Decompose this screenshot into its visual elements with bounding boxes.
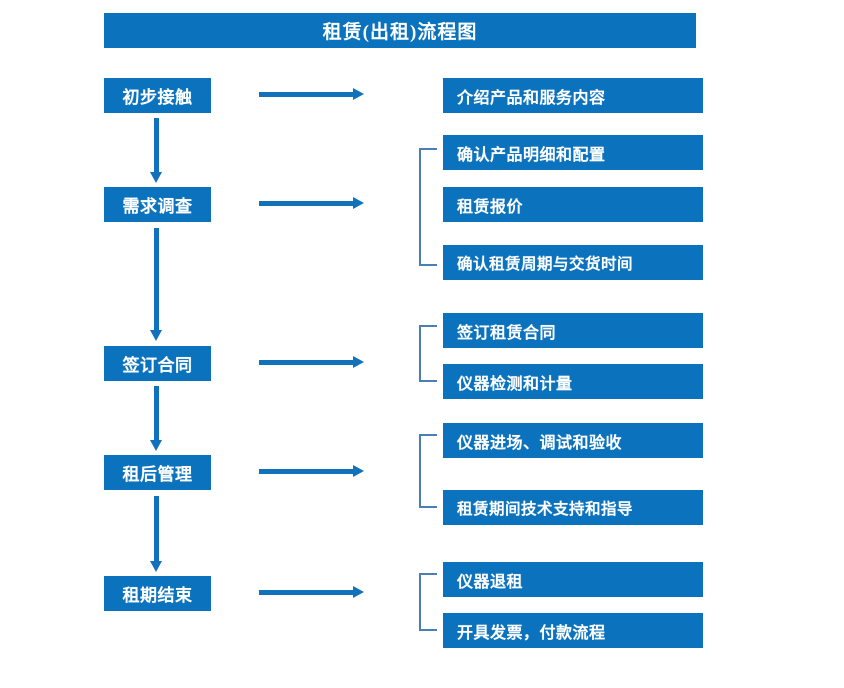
horizontal-arrow-1 <box>259 86 364 104</box>
detail-box-4-1[interactable]: 仪器进场、调试和验收 <box>443 423 703 458</box>
vertical-arrow-2-3 <box>148 228 166 341</box>
horizontal-arrow-2 <box>259 195 364 213</box>
detail-box-5-2[interactable]: 开具发票，付款流程 <box>443 613 703 648</box>
bracket-group-3 <box>419 325 437 382</box>
detail-box-2-1[interactable]: 确认产品明细和配置 <box>443 135 703 170</box>
horizontal-arrow-4 <box>259 463 364 481</box>
horizontal-arrow-5 <box>259 584 364 602</box>
vertical-arrow-4-5 <box>148 496 166 572</box>
vertical-arrow-1-2 <box>148 118 166 183</box>
stage-box-2[interactable]: 需求调查 <box>104 187 211 222</box>
detail-box-2-2[interactable]: 租赁报价 <box>443 187 703 222</box>
stage-box-3[interactable]: 签订合同 <box>104 346 211 381</box>
detail-box-1-1[interactable]: 介绍产品和服务内容 <box>443 78 703 113</box>
detail-box-4-2[interactable]: 租赁期间技术支持和指导 <box>443 490 703 525</box>
stage-box-4[interactable]: 租后管理 <box>104 455 211 490</box>
bracket-group-2 <box>419 148 437 266</box>
detail-box-2-3[interactable]: 确认租赁周期与交货时间 <box>443 245 703 280</box>
bracket-group-4 <box>419 434 437 508</box>
horizontal-arrow-3 <box>259 354 364 372</box>
stage-box-5[interactable]: 租期结束 <box>104 576 211 611</box>
bracket-group-5 <box>419 573 437 631</box>
detail-box-3-1[interactable]: 签订租赁合同 <box>443 313 703 348</box>
vertical-arrow-3-4 <box>148 386 166 451</box>
detail-box-3-2[interactable]: 仪器检测和计量 <box>443 364 703 399</box>
detail-box-5-1[interactable]: 仪器退租 <box>443 562 703 597</box>
stage-box-1[interactable]: 初步接触 <box>104 78 211 113</box>
page-title: 租赁(出租)流程图 <box>104 13 696 48</box>
